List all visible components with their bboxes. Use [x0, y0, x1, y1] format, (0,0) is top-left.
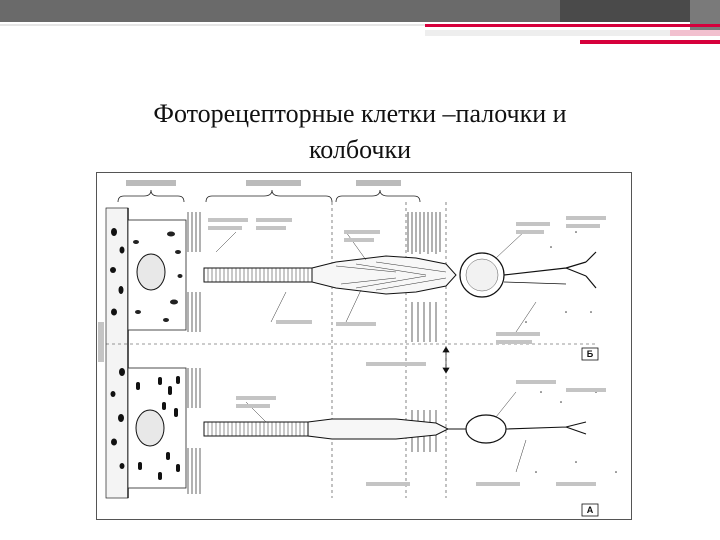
slide-title: Фоторецепторные клетки –палочки и колбоч…: [60, 96, 660, 168]
panel-letter-lower: А: [587, 505, 594, 515]
microvilli-lower: [187, 368, 201, 494]
region-braces: [117, 189, 421, 203]
rod-inner-segment: [311, 255, 457, 295]
cone-cell: [203, 414, 587, 444]
pigment-epithelium: [105, 207, 129, 499]
membrane-arrows: [442, 346, 450, 374]
cone-inner-segment: [307, 418, 450, 440]
label-placeholders: [98, 216, 606, 486]
label-leaders: [215, 229, 537, 473]
slide-header-bar: [0, 0, 720, 44]
rod-cell: [203, 251, 597, 298]
panel-label-lower: А: [581, 503, 599, 517]
rod-axon: [503, 251, 597, 289]
microvilli-upper: [187, 212, 201, 332]
pigment-cell-upper: [127, 219, 187, 331]
pigment-cell-lower: [127, 367, 187, 489]
cone-nucleus: [465, 414, 507, 444]
slide-title-line1: Фоторецепторные клетки –палочки и: [153, 99, 567, 128]
photoreceptor-diagram: Б А: [96, 172, 632, 520]
panel-label-upper: Б: [581, 347, 599, 361]
slide-title-line2: колбочки: [308, 135, 412, 164]
panel-letter-upper: Б: [587, 349, 594, 359]
region-labels: [126, 180, 401, 186]
cone-axon: [505, 421, 587, 435]
